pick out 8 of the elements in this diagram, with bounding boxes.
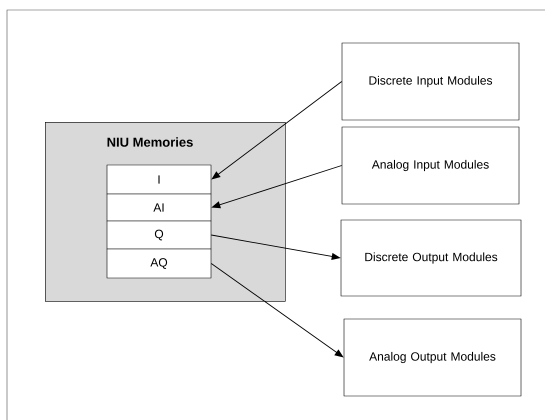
module-box: Discrete Input Modules — [342, 42, 520, 120]
memory-cell: AI — [106, 194, 212, 222]
memory-cell: I — [106, 164, 212, 194]
module-box: Analog Input Modules — [342, 126, 520, 204]
module-box: Analog Output Modules — [344, 318, 522, 396]
memory-cell: Q — [106, 220, 212, 250]
memory-cell: AQ — [106, 248, 212, 278]
module-box: Discrete Output Modules — [340, 220, 522, 296]
